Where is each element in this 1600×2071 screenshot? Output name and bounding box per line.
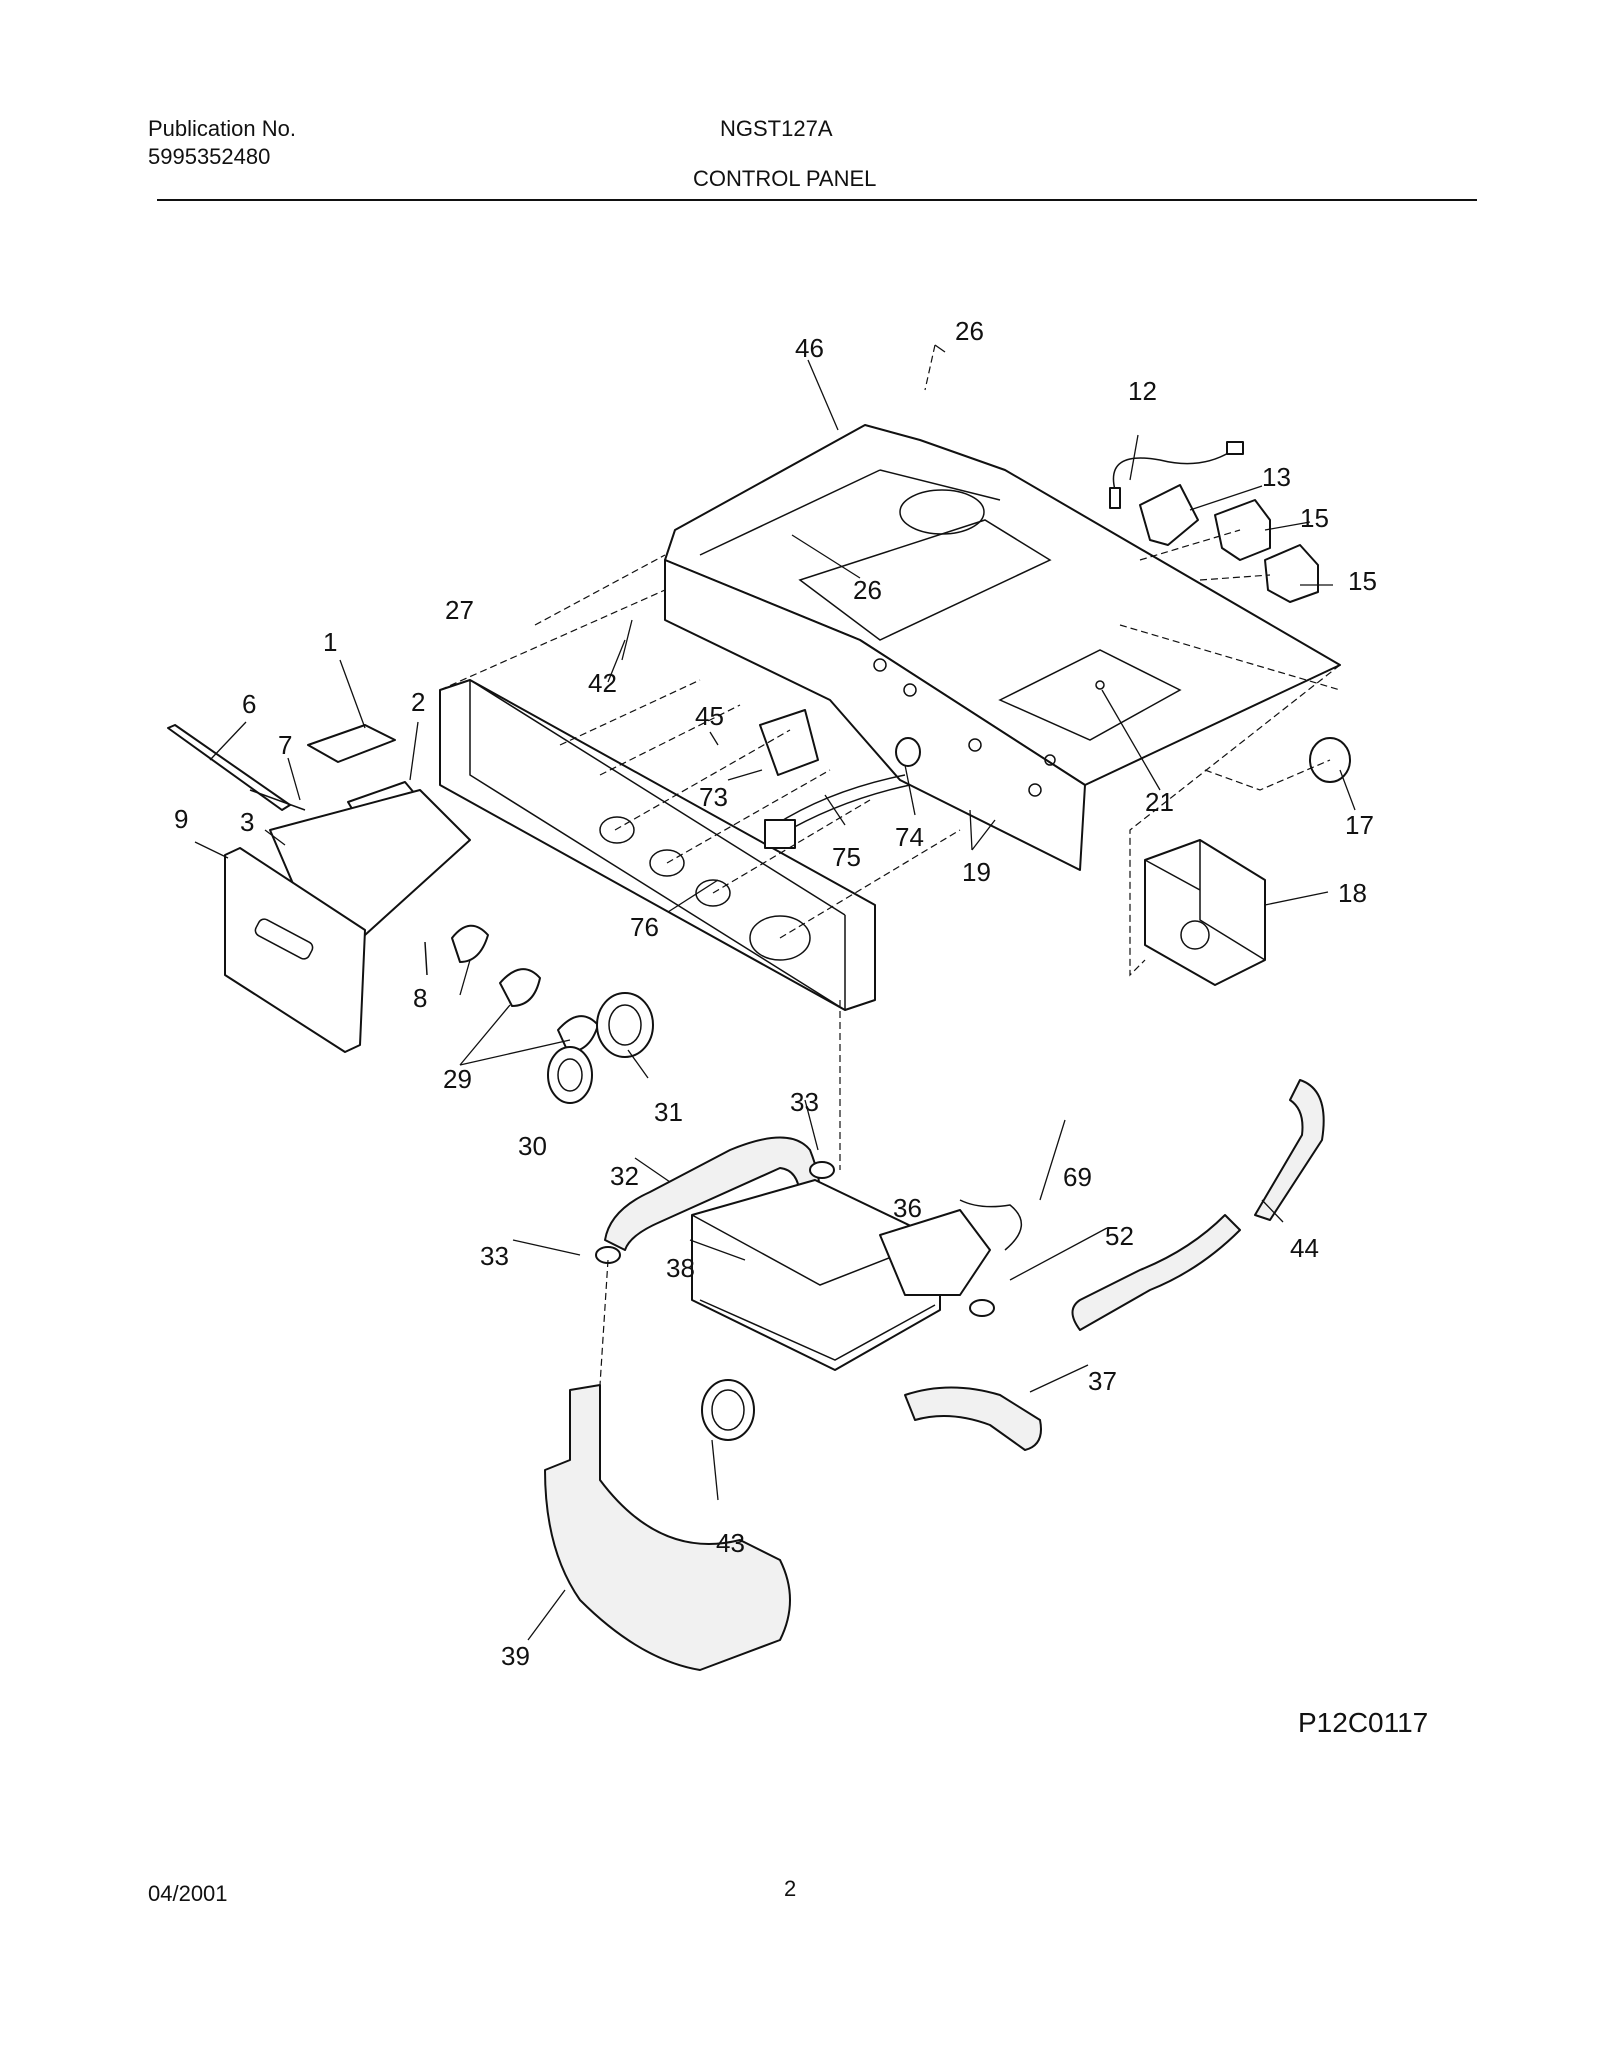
callout-42: 42 [588, 668, 617, 698]
callout-15b: 15 [1348, 566, 1377, 596]
callout-69: 69 [1063, 1162, 1092, 1192]
callout-75: 75 [832, 842, 861, 872]
callout-leaders [194, 344, 1356, 1641]
publication-label: Publication No. [148, 116, 296, 141]
section-title: CONTROL PANEL [693, 166, 877, 191]
callout-33b: 33 [480, 1241, 509, 1271]
callout-45: 45 [695, 701, 724, 731]
knob-set [451, 924, 654, 1104]
callout-18: 18 [1338, 878, 1367, 908]
callout-19: 19 [962, 857, 991, 887]
model-number: NGST127A [720, 116, 833, 141]
front-control-panel [439, 679, 876, 1011]
callout-44: 44 [1290, 1233, 1319, 1263]
footer-date: 04/2001 [148, 1881, 228, 1906]
callout-6: 6 [242, 689, 256, 719]
callout-27: 27 [445, 595, 474, 625]
callout-8: 8 [413, 983, 427, 1013]
callout-7: 7 [278, 730, 292, 760]
callout-1: 1 [323, 627, 337, 657]
header-rule [157, 199, 1477, 201]
drawing-code: P12C0117 [1298, 1707, 1428, 1738]
callout-9: 9 [174, 804, 188, 834]
callout-13: 13 [1262, 462, 1291, 492]
callout-52: 52 [1105, 1221, 1134, 1251]
electrical-components [759, 441, 1351, 986]
console-back-panel [664, 424, 1341, 871]
callout-37: 37 [1088, 1366, 1117, 1396]
callout-26b: 26 [853, 575, 882, 605]
publication-number: 5995352480 [148, 144, 271, 169]
callout-17: 17 [1345, 810, 1374, 840]
callout-labels: 1 2 3 6 7 8 9 12 13 15 15 17 18 19 21 26… [174, 316, 1377, 1671]
callout-74: 74 [895, 822, 924, 852]
callout-38: 38 [666, 1253, 695, 1283]
callout-26a: 26 [955, 316, 984, 346]
callout-39: 39 [501, 1641, 530, 1671]
callout-21: 21 [1145, 787, 1174, 817]
callout-43: 43 [716, 1528, 745, 1558]
callout-73: 73 [699, 782, 728, 812]
callout-32: 32 [610, 1161, 639, 1191]
callout-46: 46 [795, 333, 824, 363]
callout-2: 2 [411, 687, 425, 717]
assembly-guide-lines [439, 344, 1341, 1386]
callout-76: 76 [630, 912, 659, 942]
dispenser-drawer-assembly [167, 724, 471, 1053]
callout-31: 31 [654, 1097, 683, 1127]
callout-30: 30 [518, 1131, 547, 1161]
callout-36: 36 [893, 1193, 922, 1223]
callout-29: 29 [443, 1064, 472, 1094]
hose-and-dispenser-assembly [544, 1079, 1325, 1671]
callout-12: 12 [1128, 376, 1157, 406]
page-number: 2 [784, 1876, 797, 1901]
callout-3: 3 [240, 807, 254, 837]
callout-15a: 15 [1300, 503, 1329, 533]
callout-33a: 33 [790, 1087, 819, 1117]
